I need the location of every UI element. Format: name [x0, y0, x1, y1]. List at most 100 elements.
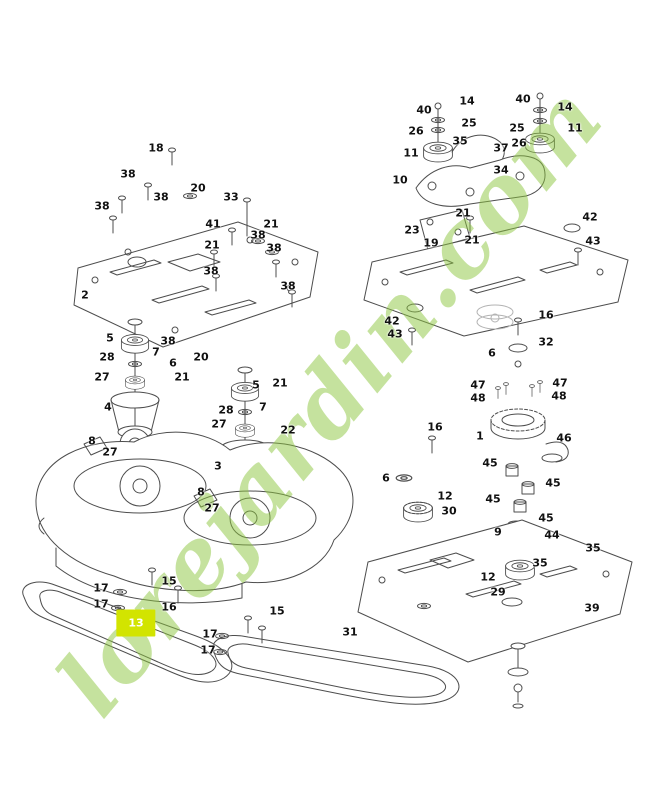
part-label-35: 35: [452, 134, 468, 148]
part-label-34: 34: [493, 163, 509, 177]
mower-deck: [35, 431, 354, 604]
part-label-13-highlighted[interactable]: 13: [116, 609, 156, 637]
part-label-1: 1: [476, 429, 484, 443]
ghost-pulley: [476, 304, 514, 330]
part-label-28: 28: [99, 350, 115, 364]
part-label-28: 28: [218, 403, 234, 417]
part-label-27: 27: [94, 370, 110, 384]
part-label-2: 2: [81, 288, 89, 302]
part-label-32: 32: [538, 335, 554, 349]
part-label-25: 25: [509, 121, 525, 135]
part-label-48: 48: [470, 391, 486, 405]
part-label-6: 6: [488, 346, 496, 360]
part-label-17: 17: [93, 581, 109, 595]
part-label-17: 17: [200, 643, 216, 657]
part-label-27: 27: [204, 501, 220, 515]
part-label-20: 20: [193, 350, 209, 364]
part-label-19: 19: [423, 236, 439, 250]
part-label-46: 46: [556, 431, 572, 445]
part-label-38: 38: [266, 241, 282, 255]
part-label-8: 8: [88, 434, 96, 448]
part-label-39: 39: [584, 601, 600, 615]
part-label-10: 10: [392, 173, 408, 187]
part-label-45: 45: [538, 511, 554, 525]
part-label-26: 26: [408, 124, 424, 138]
part-label-5: 5: [106, 331, 114, 345]
part-label-22: 22: [280, 423, 296, 437]
part-label-44: 44: [544, 528, 560, 542]
part-label-38: 38: [280, 279, 296, 293]
part-label-17: 17: [202, 627, 218, 641]
mounting-plate-left: [73, 221, 319, 348]
part-label-6: 6: [169, 356, 177, 370]
fasteners-top-left: [109, 147, 296, 308]
part-label-30: 30: [441, 504, 457, 518]
belt-bottom: [212, 635, 460, 705]
part-label-45: 45: [482, 456, 498, 470]
part-label-45: 45: [545, 476, 561, 490]
part-label-42: 42: [582, 210, 598, 224]
part-label-6: 6: [382, 471, 390, 485]
part-label-21: 21: [455, 206, 471, 220]
part-label-16: 16: [427, 420, 443, 434]
part-label-14: 14: [459, 94, 475, 108]
part-label-7: 7: [152, 345, 160, 359]
part-label-11: 11: [567, 121, 583, 135]
part-label-45: 45: [485, 492, 501, 506]
part-label-7: 7: [259, 400, 267, 414]
part-label-38: 38: [160, 334, 176, 348]
part-label-47: 47: [470, 378, 486, 392]
part-label-33: 33: [223, 190, 239, 204]
part-label-48: 48: [551, 389, 567, 403]
part-label-35: 35: [532, 556, 548, 570]
plate-right-upper: [363, 223, 629, 346]
part-label-47: 47: [552, 376, 568, 390]
part-label-26: 26: [511, 136, 527, 150]
part-label-21: 21: [272, 376, 288, 390]
part-label-23: 23: [404, 223, 420, 237]
part-label-27: 27: [211, 417, 227, 431]
part-label-41: 41: [205, 217, 221, 231]
part-label-12: 12: [480, 570, 496, 584]
part-label-20: 20: [190, 181, 206, 195]
part-label-16: 16: [161, 600, 177, 614]
part-label-8: 8: [197, 485, 205, 499]
part-label-43: 43: [585, 234, 601, 248]
part-label-11: 11: [403, 146, 419, 160]
part-label-21: 21: [263, 217, 279, 231]
part-label-5: 5: [252, 378, 260, 392]
part-label-42: 42: [384, 314, 400, 328]
part-label-38: 38: [203, 264, 219, 278]
plate-right-lower: [357, 519, 633, 709]
part-label-17: 17: [93, 597, 109, 611]
part-label-38: 38: [120, 167, 136, 181]
part-label-3: 3: [214, 459, 222, 473]
part-label-40: 40: [416, 103, 432, 117]
part-label-15: 15: [269, 604, 285, 618]
part-label-21: 21: [204, 238, 220, 252]
part-label-38: 38: [250, 228, 266, 242]
part-label-21: 21: [464, 233, 480, 247]
part-label-38: 38: [153, 190, 169, 204]
part-label-4: 4: [104, 400, 112, 414]
belt-left: [22, 581, 233, 683]
part-label-12: 12: [437, 489, 453, 503]
part-label-14: 14: [557, 100, 573, 114]
part-label-27: 27: [102, 445, 118, 459]
part-label-40: 40: [515, 92, 531, 106]
part-label-37: 37: [493, 141, 509, 155]
part-label-9: 9: [494, 525, 502, 539]
part-label-38: 38: [94, 199, 110, 213]
part-label-43: 43: [387, 327, 403, 341]
idler-assembly-top-right: [415, 92, 555, 260]
part-label-18: 18: [148, 141, 164, 155]
part-label-31: 31: [342, 625, 358, 639]
part-label-35: 35: [585, 541, 601, 555]
spindle-assembly-left: [110, 318, 160, 465]
part-label-16: 16: [538, 308, 554, 322]
part-label-15: 15: [161, 574, 177, 588]
part-label-29: 29: [490, 585, 506, 599]
